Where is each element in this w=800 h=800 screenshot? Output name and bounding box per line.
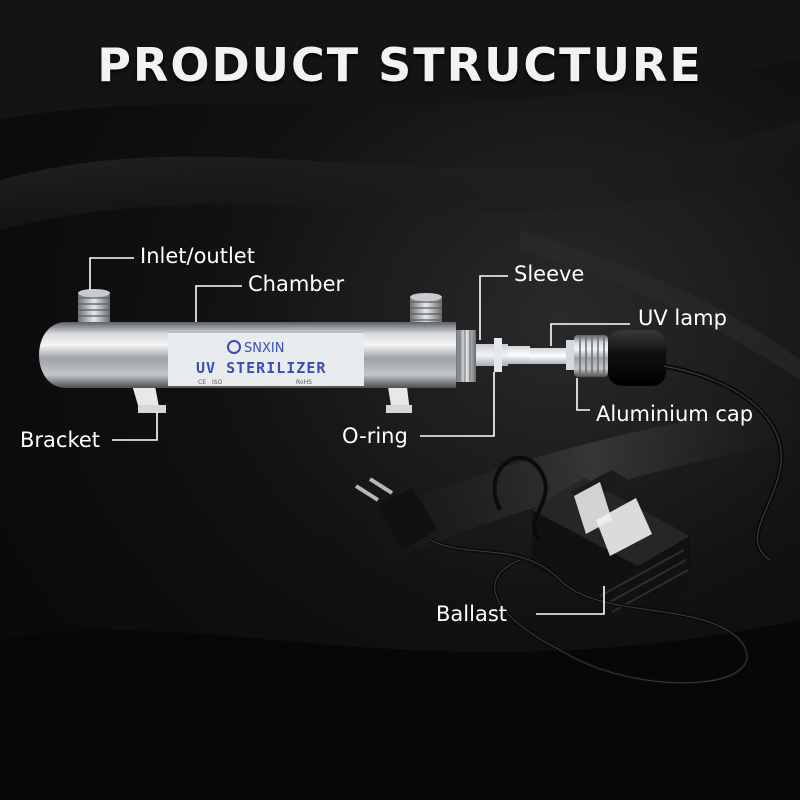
brand-logo-icon [227,340,241,354]
leader-uv-lamp [550,323,630,346]
aluminium-cap-part [574,330,666,386]
label-ballast: Ballast [436,602,507,626]
lamp-cable [663,363,784,563]
leader-sleeve [479,275,508,340]
cert-mark-ce: CE [198,379,206,386]
leader-inlet-outlet [89,257,134,290]
product-name: UV STERILIZER [196,359,326,377]
leader-bracket [112,412,158,441]
product-label: SNXIN UV STERILIZER CE ISO RoHS [168,330,364,386]
label-sleeve: Sleeve [514,262,585,286]
sleeve-assembly [476,338,530,372]
leader-lines [89,257,630,615]
leader-o-ring [420,372,495,437]
inlet-port [78,289,110,326]
leader-aluminium-cap [576,378,590,411]
page-title: PRODUCT STRUCTURE [97,38,703,92]
power-plug [354,477,438,550]
label-inlet-outlet: Inlet/outlet [140,244,255,268]
cert-mark-rohs: RoHS [296,379,312,386]
label-aluminium-cap: Aluminium cap [596,402,754,426]
label-o-ring: O-ring [342,424,408,448]
leader-ballast [536,586,605,615]
o-ring-part [494,338,502,372]
uv-lamp-part [530,340,578,370]
ballast-unit [532,470,690,620]
brand-name: SNXIN [244,341,284,356]
leader-chamber [195,285,242,322]
label-bracket: Bracket [20,428,101,452]
cert-mark-iso: ISO [212,379,223,386]
outlet-port [410,293,442,328]
label-uv-lamp: UV lamp [638,306,727,330]
label-chamber: Chamber [248,272,345,296]
